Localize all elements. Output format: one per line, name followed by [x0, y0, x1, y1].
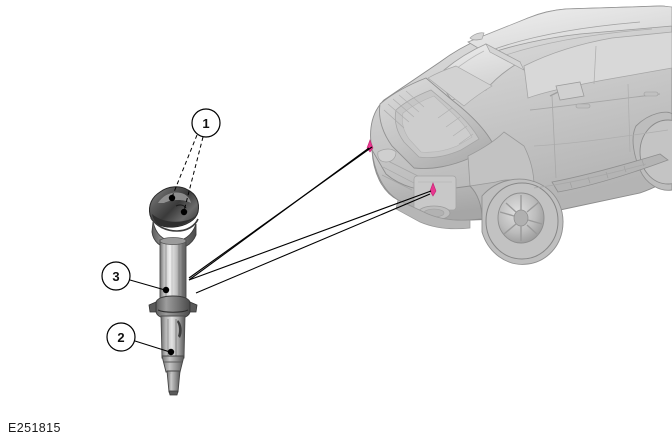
rear-door-handle — [643, 91, 659, 97]
callout-3-leader — [129, 279, 166, 291]
side-step-tread-1 — [569, 181, 573, 189]
callout-1-number: 1 — [202, 116, 209, 131]
hood-strake-3 — [392, 98, 415, 118]
door-shut-line — [551, 95, 557, 179]
shaft-top-rim — [159, 237, 187, 245]
hood-rear-strake-4 — [458, 133, 474, 145]
front-fender — [467, 131, 535, 187]
connector-line-3 — [188, 146, 373, 279]
roof-edge-line — [499, 28, 653, 58]
flange-left-tab — [148, 301, 157, 313]
hood-strake-2 — [387, 103, 410, 123]
side-body-crease — [529, 93, 661, 111]
hood-strake-4 — [398, 94, 420, 113]
wheel-spoke-5 — [503, 223, 517, 235]
callout-2-number: 2 — [117, 330, 124, 345]
vehicle-roof — [467, 5, 672, 55]
hood-strake-5 — [405, 90, 425, 108]
wheel-spoke-8 — [526, 224, 539, 236]
wheel-spoke-6 — [526, 201, 540, 213]
rear-tyre — [639, 119, 672, 185]
callout-2-leader-dot — [167, 348, 175, 356]
washer-jet-upper-shaft — [159, 239, 187, 306]
callout-1-leader-a — [171, 134, 198, 198]
rocker-sill — [533, 163, 647, 189]
front-wheel-hub — [513, 209, 529, 227]
roof-crease-line — [491, 21, 641, 51]
window-divider-line — [593, 45, 597, 85]
jet-outlet-tube — [166, 370, 181, 393]
rear-door-shut-line — [627, 83, 631, 153]
lower-shaft-cutout — [177, 320, 182, 338]
connector-line-2 — [188, 190, 432, 281]
callout-3[interactable]: 3 — [101, 261, 170, 294]
nozzle-cap-rim — [150, 217, 199, 232]
grille-slat-2 — [382, 166, 415, 184]
roof-vent-detail — [469, 32, 485, 41]
grille-slat-3 — [381, 174, 413, 191]
side-step-tread-4 — [623, 165, 627, 173]
callout-1-leader-b — [183, 136, 204, 212]
front-door-handle — [575, 103, 591, 109]
callout-1-leader-b-dot — [180, 208, 188, 216]
hood-strake-1 — [383, 109, 405, 129]
cowl-panel — [427, 65, 493, 107]
bumper-washer-jet-marker — [429, 182, 437, 197]
figure-id-label: E251815 — [8, 421, 61, 435]
side-step-tread-3 — [605, 171, 609, 179]
callout-3-number: 3 — [112, 269, 119, 284]
jet-base-connector — [161, 355, 185, 373]
headlamp-assembly — [377, 148, 397, 163]
grille-slat-1 — [385, 159, 419, 177]
callout-2-bubble[interactable] — [106, 322, 136, 352]
callout-2-leader — [134, 340, 171, 353]
side-window-glass — [523, 31, 672, 99]
side-lower-crease — [533, 129, 669, 147]
door-mirror-arm — [549, 91, 559, 97]
flange-shadow-line — [157, 309, 189, 313]
nozzle-cap-facet — [152, 212, 198, 228]
door-mirror — [555, 81, 585, 101]
front-valance — [395, 199, 471, 230]
wheel-spoke-4 — [527, 219, 543, 225]
callout-3-leader-dot — [162, 286, 170, 294]
telescopic-washer-jet-assembly — [148, 186, 199, 396]
wheel-spoke-7 — [505, 202, 517, 213]
connector-line-group — [188, 146, 432, 294]
hood-rear-strake-1 — [437, 107, 453, 119]
callout-3-bubble[interactable] — [101, 261, 131, 291]
a-pillar — [485, 43, 525, 71]
vehicle-illustration — [370, 5, 672, 265]
jet-outlet-end — [168, 390, 179, 396]
connector-line-4 — [195, 193, 431, 294]
hood-rear-strake-3 — [452, 125, 468, 137]
hood-recess-inner — [401, 95, 473, 153]
flange-right-tab — [189, 301, 198, 313]
callout-2[interactable]: 2 — [106, 322, 175, 356]
wheel-spoke-3 — [499, 211, 515, 217]
callout-1[interactable]: 1 — [168, 108, 221, 216]
hood-rear-strake-2 — [445, 116, 461, 128]
callout-1-bubble[interactable] — [191, 108, 221, 138]
callout-1-leader-a-dot — [168, 194, 176, 202]
